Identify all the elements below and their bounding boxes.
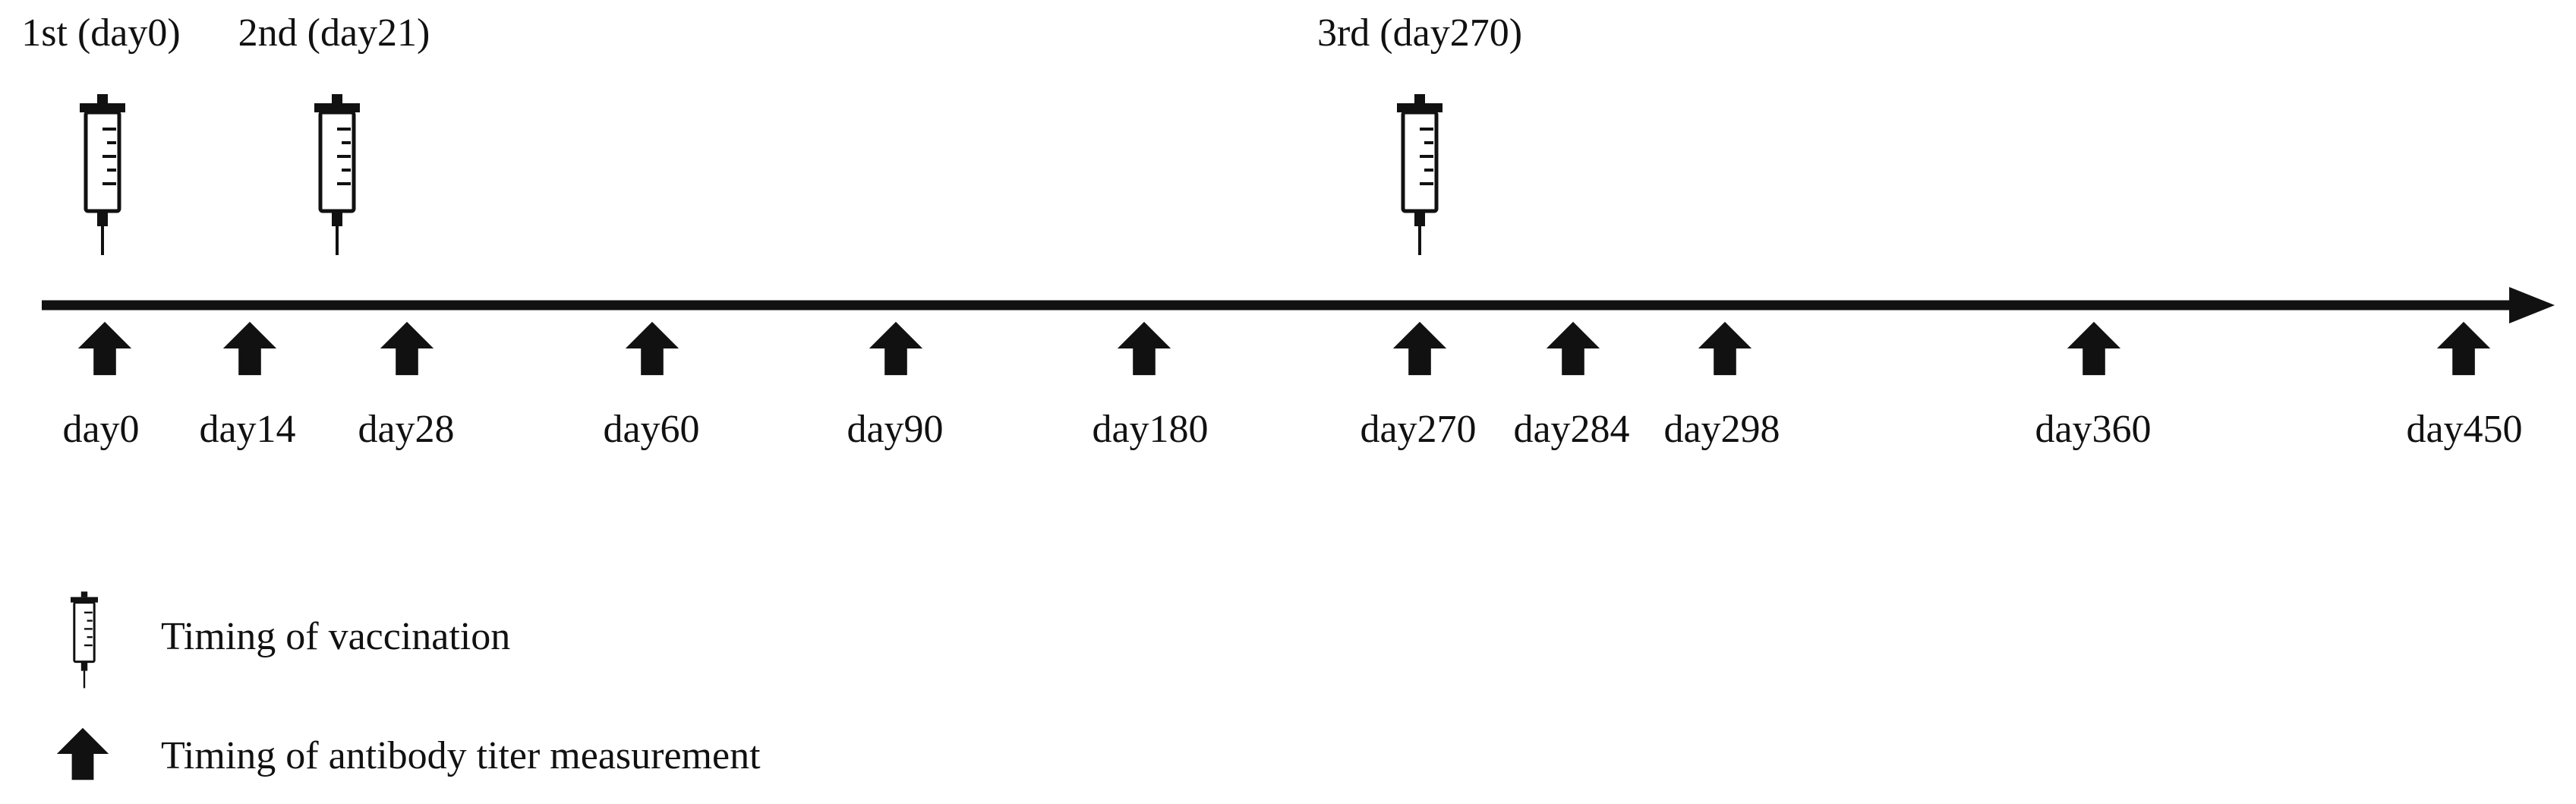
up-arrow-icon [380,321,434,376]
measurement-label: day450 [2406,408,2522,451]
up-arrow-icon [1698,321,1752,376]
measurement-day450: day450 [2406,321,2523,451]
measurement-day14: day14 [199,321,296,451]
measurement-label: day284 [1513,408,1629,451]
legend: Timing of vaccination Timing of antibody… [56,591,761,780]
vaccination-label: 2nd (day21) [238,11,430,55]
syringe-icon [1397,94,1442,255]
measurement-label: day0 [62,408,139,451]
measurement-label: day298 [1663,408,1780,451]
syringe-icon [80,94,125,255]
measurement-label: day60 [603,408,699,451]
up-arrow-icon [2436,321,2491,376]
up-arrow-icon [625,321,679,376]
up-arrow-icon [77,321,132,376]
measurement-label: day270 [1360,408,1476,451]
legend-measurement-label: Timing of antibody titer measurement [161,734,761,777]
up-arrow-icon [56,727,109,780]
vaccination-3: 3rd (day270) [1317,11,1522,255]
up-arrow-icon [1117,321,1171,376]
measurement-label: day90 [847,408,943,451]
measurement-label: day180 [1092,408,1208,451]
measurement-day270: day270 [1360,321,1477,451]
syringe-icon [69,591,99,690]
syringe-icon [314,94,360,255]
vaccination-2: 2nd (day21) [238,11,430,255]
up-arrow-icon [1392,321,1447,376]
measurement-day60: day60 [603,321,700,451]
measurement-day298: day298 [1663,321,1780,451]
measurement-day28: day28 [358,321,455,451]
up-arrow-icon [1546,321,1600,376]
measurement-day284: day284 [1513,321,1630,451]
up-arrow-icon [2067,321,2121,376]
measurement-label: day14 [199,408,295,451]
timeline-arrowhead [2509,287,2555,323]
measurement-label: day28 [358,408,454,451]
measurement-day360: day360 [2035,321,2152,451]
vaccination-label: 1st (day0) [21,11,180,55]
up-arrow-icon [222,321,277,376]
vaccination-1: 1st (day0) [21,11,181,255]
measurement-label: day360 [2035,408,2151,451]
measurement-day180: day180 [1092,321,1209,451]
legend-vaccination-label: Timing of vaccination [161,615,510,658]
vaccination-label: 3rd (day270) [1317,11,1522,55]
up-arrow-icon [869,321,923,376]
measurement-day0: day0 [62,321,140,451]
measurement-day90: day90 [847,321,944,451]
